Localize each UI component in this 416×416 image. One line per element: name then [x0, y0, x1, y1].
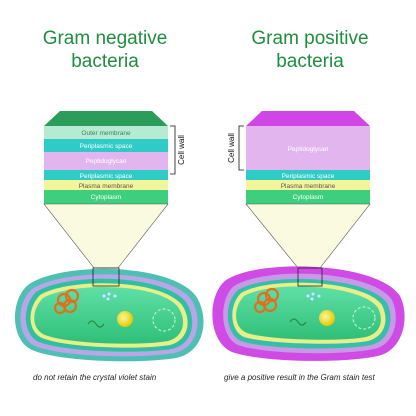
peptidoglycan-label-negative: Peptidoglycan: [86, 158, 127, 165]
periplasmic-space-layer-positive: [246, 170, 370, 180]
gram-negative-caption: do not retain the crystal violet stain: [33, 373, 157, 382]
negative-block-cap: [44, 111, 168, 126]
squiggle-icon-positive: [289, 318, 307, 326]
dna-knot-icon-positive: [253, 287, 280, 314]
vacuole-ring-icon: [152, 308, 176, 332]
cell-wall-bracket-positive: [238, 125, 244, 171]
plasma-membrane-layer-positive: [246, 180, 370, 190]
periplasmic-space-label-lower: Periplasmic space: [80, 173, 133, 180]
cytoplasm-layer-negative: [44, 190, 168, 204]
cytoplasm-layer-positive: [246, 190, 370, 204]
ribosome-dots-positive: [306, 292, 322, 302]
plasma-membrane-layer-negative: [44, 180, 168, 190]
plasma-membrane-label-positive: Plasma membrane: [281, 183, 336, 190]
peptidoglycan-layer-positive: [246, 126, 370, 170]
storage-granule-icon-positive: [319, 310, 335, 326]
periplasmic-space-layer-upper: [44, 139, 168, 152]
zoom-box-positive: [297, 267, 323, 287]
vacuole-ring-icon-positive: [352, 306, 376, 330]
zoom-funnel-positive: [245, 203, 371, 269]
periplasmic-space-label-upper: Periplasmic space: [80, 143, 133, 150]
zoom-box-negative: [92, 267, 120, 287]
positive-block-cap: [246, 111, 370, 126]
cell-wall-label-negative: Cell wall: [177, 135, 186, 165]
gram-negative-wall-block: Outer membrane Periplasmic space Peptido…: [43, 111, 186, 269]
plasma-membrane-label-negative: Plasma membrane: [79, 183, 134, 190]
peptidoglycan-label-positive: Peptidoglycan: [288, 146, 329, 153]
periplasmic-space-label-positive: Periplasmic space: [282, 173, 335, 180]
gram-positive-caption: give a positive result in the Gram stain…: [224, 373, 375, 382]
zoom-funnel-negative: [43, 203, 169, 269]
squiggle-icon: [87, 320, 105, 328]
gram-negative-bacterium: [14, 267, 204, 362]
storage-granule-icon: [117, 311, 133, 327]
cytoplasm-label-positive: Cytoplasm: [293, 194, 324, 201]
peptidoglycan-layer-negative: [44, 152, 168, 170]
cell-wall-bracket-negative: [170, 125, 176, 175]
outer-membrane-label: Outer membrane: [81, 130, 131, 137]
cytoplasm-label-negative: Cytoplasm: [91, 194, 122, 201]
ribosome-dots: [101, 292, 117, 302]
gram-positive-wall-block: Peptidoglycan Periplasmic space Plasma m…: [227, 111, 371, 269]
periplasmic-space-layer-lower: [44, 170, 168, 180]
dna-knot-icon: [53, 288, 80, 315]
gram-positive-bacterium: [212, 266, 405, 361]
cell-wall-label-positive: Cell wall: [227, 133, 236, 163]
outer-membrane-layer: [44, 126, 168, 139]
